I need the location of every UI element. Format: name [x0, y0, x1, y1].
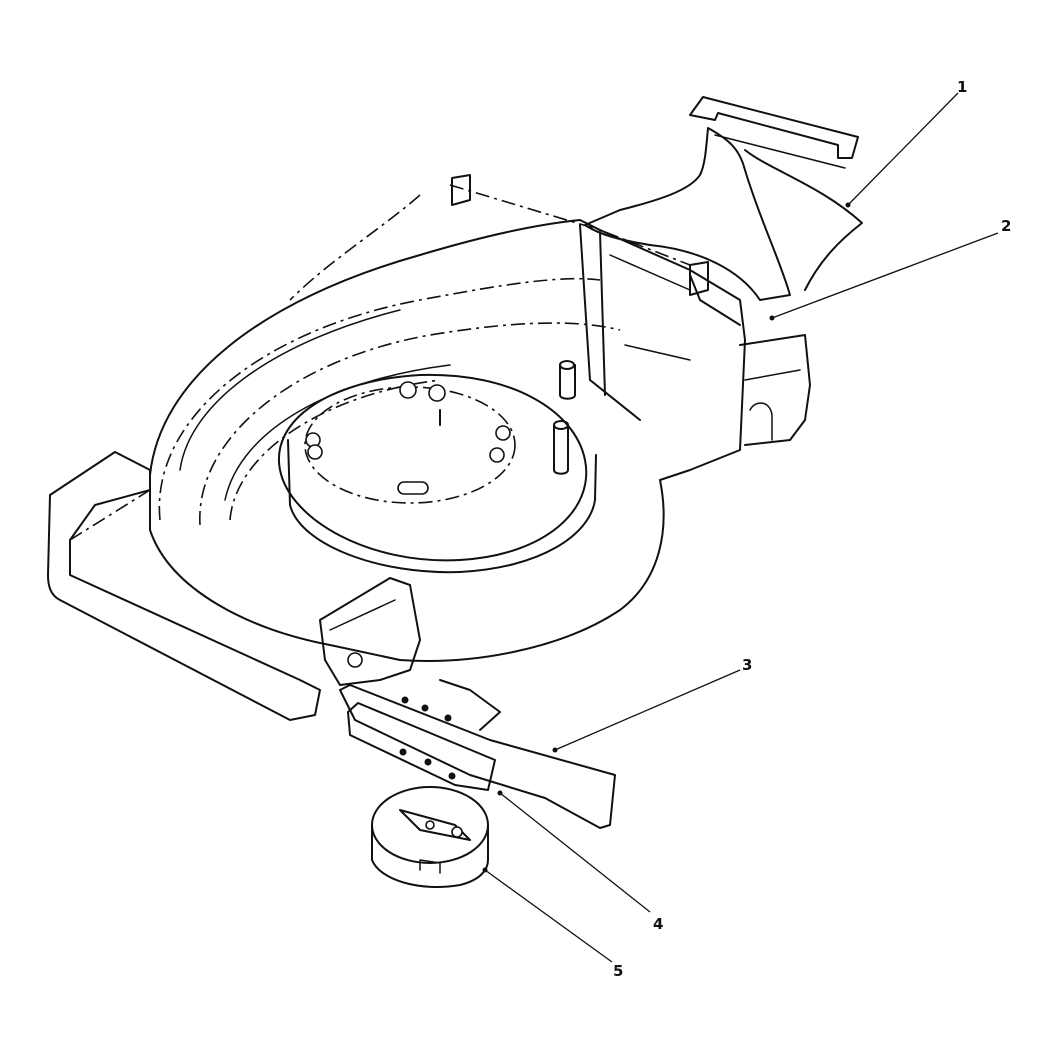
leader-line-5 [484, 869, 613, 963]
leader-line-3 [554, 669, 741, 751]
callout-5: 5 [613, 962, 623, 980]
callout-3: 3 [742, 656, 752, 674]
leader-lines [482, 92, 999, 963]
callouts: 1 2 3 4 5 [613, 78, 1011, 980]
bolt-bosses [305, 381, 511, 495]
callout-1: 1 [957, 78, 967, 96]
mower-housing [47, 174, 811, 721]
discharge-chute [584, 96, 863, 301]
leader-line-2 [771, 232, 999, 319]
callout-4: 4 [653, 915, 663, 933]
callout-2: 2 [1001, 217, 1011, 235]
leader-line-4 [499, 792, 651, 913]
blade-adapter-plate [347, 702, 496, 791]
leader-line-1 [847, 92, 959, 206]
blade-hub-cap [371, 786, 489, 888]
mower-blade [339, 679, 616, 829]
